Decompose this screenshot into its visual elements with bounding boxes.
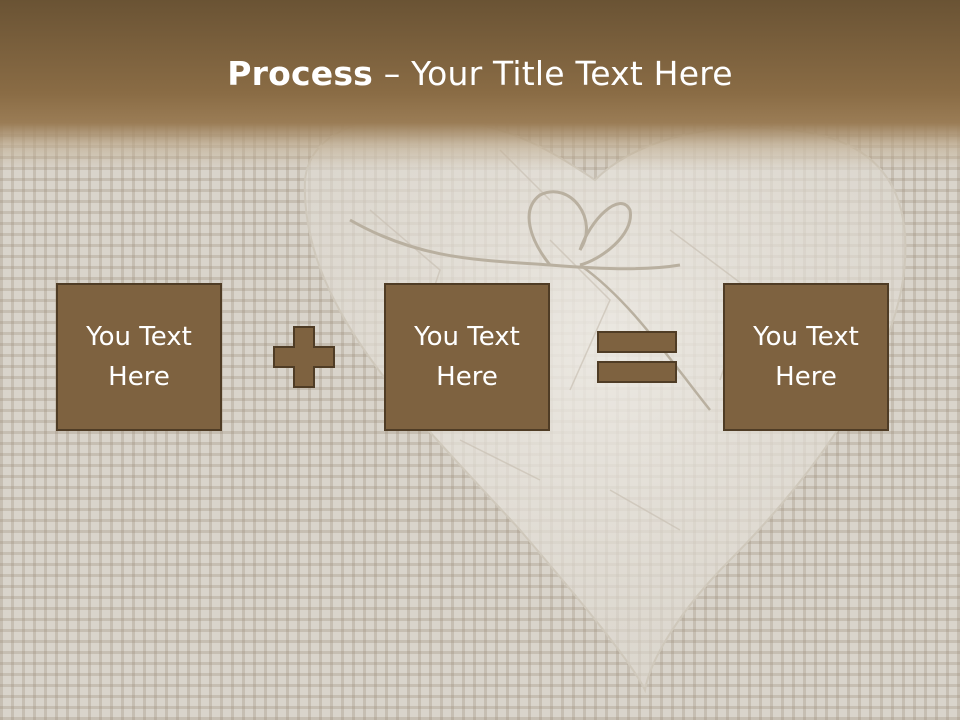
title-rest-text: – Your Title Text Here (373, 54, 733, 93)
text-box-3-label: You Text Here (753, 322, 859, 392)
plus-icon (273, 326, 335, 388)
text-box-1-label: You Text Here (86, 322, 192, 392)
slide-title: Process – Your Title Text Here (0, 52, 960, 96)
text-box-1[interactable]: You Text Here (56, 283, 222, 431)
header-bar (0, 0, 960, 170)
text-box-2-label: You Text Here (414, 322, 520, 392)
text-box-3[interactable]: You Text Here (723, 283, 889, 431)
equals-icon (597, 331, 677, 383)
text-box-2[interactable]: You Text Here (384, 283, 550, 431)
title-bold-text: Process (227, 54, 374, 93)
